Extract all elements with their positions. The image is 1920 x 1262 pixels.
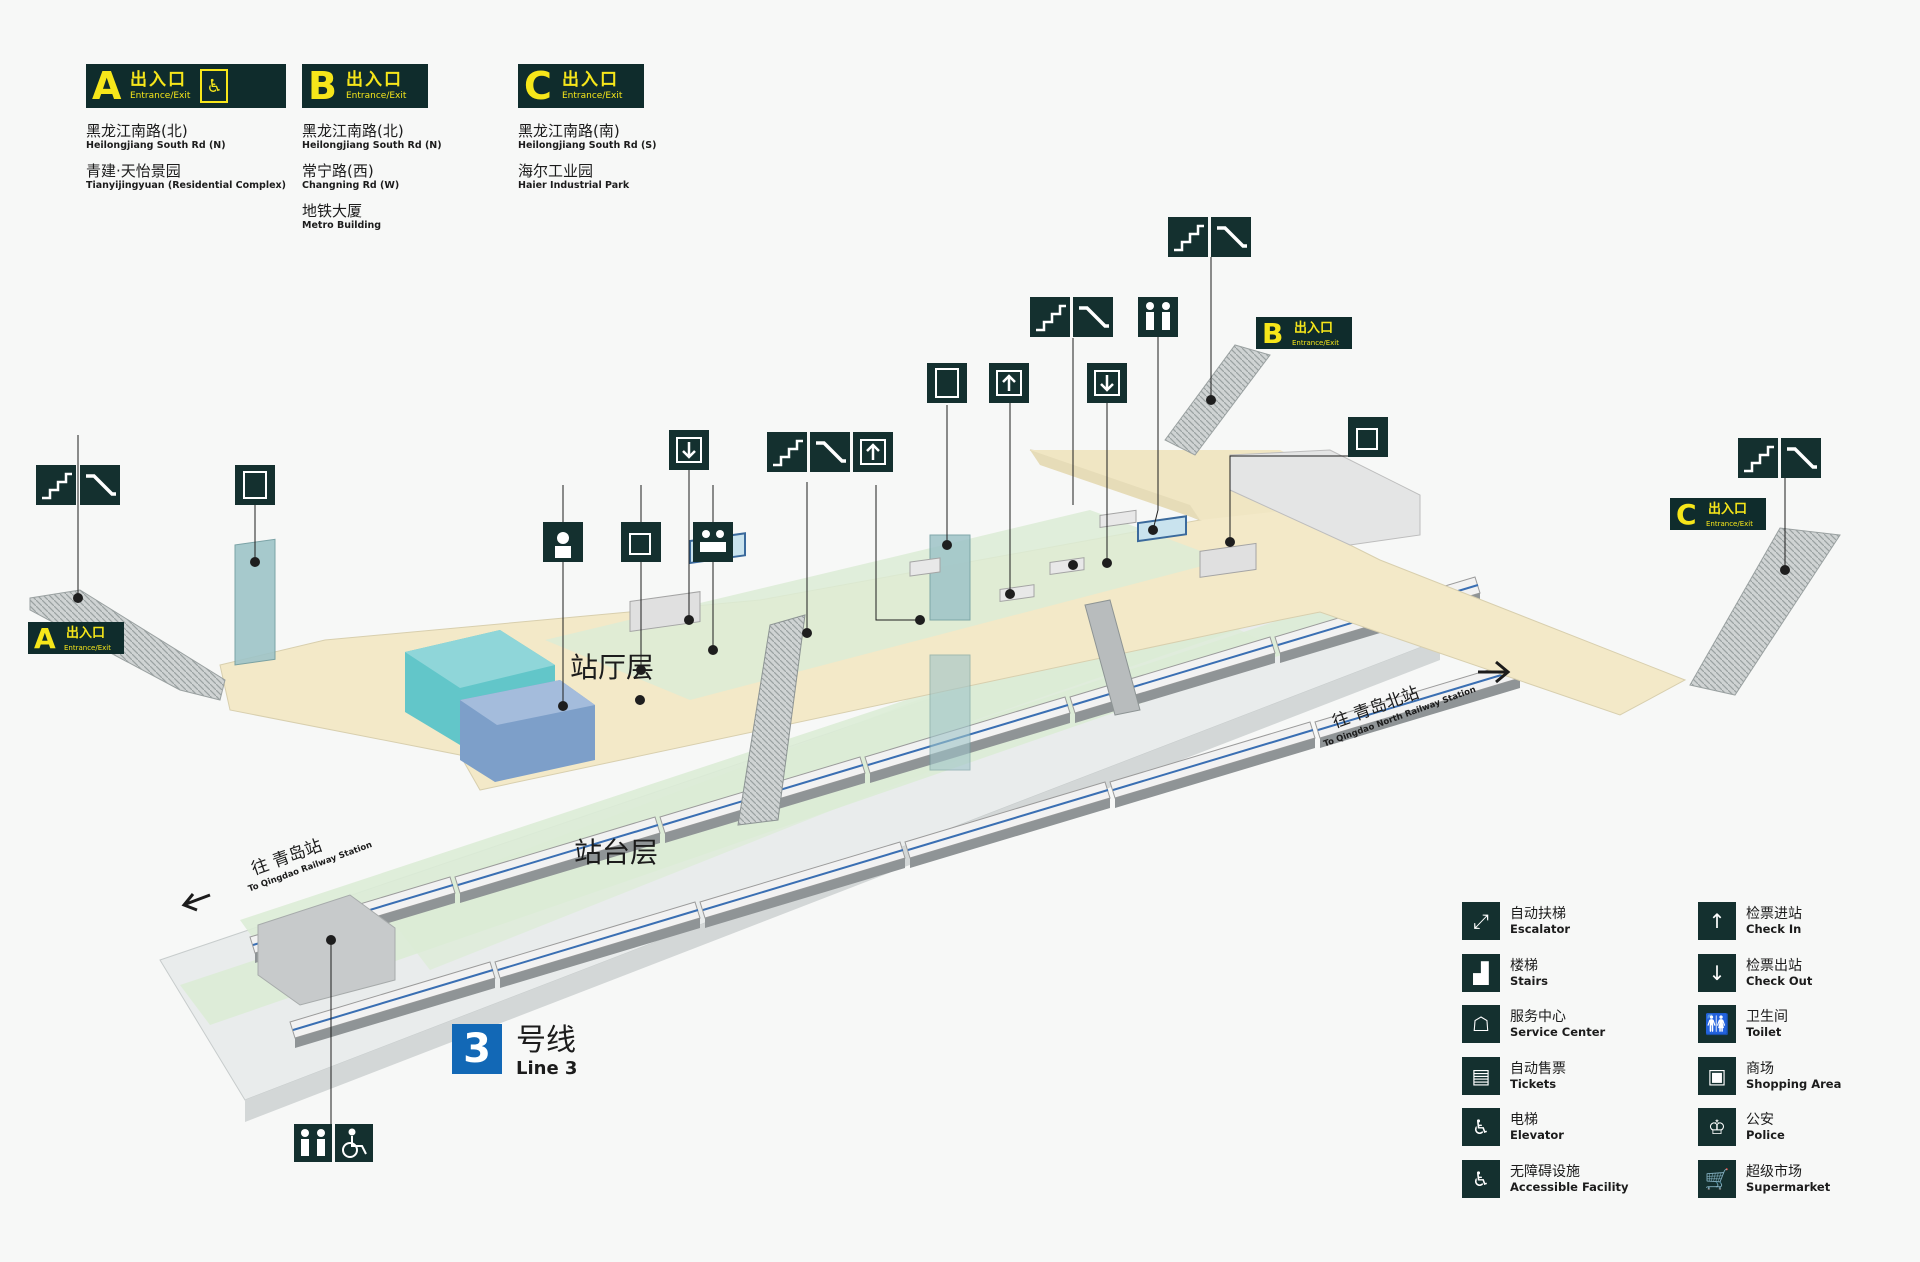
escalator-icon [1781, 438, 1821, 478]
exit-badge-a: A 出入口 Entrance/Exit ♿ [86, 64, 287, 108]
escalators [29, 344, 1841, 826]
shopping-icon: ▣ [1698, 1057, 1736, 1095]
svg-text:C: C [1676, 498, 1697, 531]
stairs-icon [767, 432, 807, 472]
police-icon: ♔ [1698, 1108, 1736, 1146]
escalator-icon [80, 465, 120, 505]
stairs-icon: ▟ [1462, 954, 1500, 992]
check-out-icon [1087, 363, 1127, 403]
check-out-icon [669, 430, 709, 470]
escalator-icon: ⤢ [1462, 902, 1500, 940]
svg-text:出入口: 出入口 [66, 625, 105, 641]
exit-tag-a: A 出入口 Entrance/Exit [28, 622, 124, 655]
concourse-label: 站厅层 [570, 651, 654, 684]
escalator-icon [1211, 217, 1251, 257]
exit-card-a: A 出入口 Entrance/Exit ♿ 黑龙江南路(北) Heilongji… [86, 64, 287, 191]
arrow-right-icon [1478, 660, 1511, 684]
elevator-icon: ♿ [200, 69, 229, 103]
tickets-icon [1348, 417, 1388, 457]
svg-text:B: B [1262, 317, 1283, 350]
check-out-icon: ↓ [1698, 954, 1736, 992]
stairs-icon [1030, 297, 1070, 337]
exit-card-c: C 出入口 Entrance/Exit 黑龙江南路(南) Heilongjian… [518, 64, 657, 191]
exit-card-b: B 出入口 Entrance/Exit 黑龙江南路(北) Heilongjian… [302, 64, 442, 231]
check-in-icon [853, 432, 893, 472]
elevator-shaft-center-lower [929, 654, 971, 771]
callout-lines [77, 257, 1786, 1130]
toilet-icon [294, 1124, 332, 1162]
stairs-icon [36, 465, 76, 505]
svg-text:Entrance/Exit: Entrance/Exit [1706, 520, 1753, 528]
svg-text:Entrance/Exit: Entrance/Exit [1292, 339, 1339, 347]
toilet-icon [1138, 297, 1178, 337]
svg-text:Entrance/Exit: Entrance/Exit [64, 644, 111, 652]
arrow-left-icon [181, 893, 211, 912]
tickets-icon: ▤ [1462, 1057, 1500, 1095]
accessible-icon: ♿ [1462, 1160, 1500, 1198]
stairs-icon [1168, 217, 1208, 257]
map-icons [36, 217, 1821, 1162]
supermarket-icon: 🛒 [1698, 1160, 1736, 1198]
stairs-icon [1738, 438, 1778, 478]
elevator-shaft-center [929, 534, 971, 621]
line-name-en: Line 3 [516, 1058, 578, 1079]
exit-tag-c: C 出入口 Entrance/Exit [1670, 498, 1766, 531]
police-icon [543, 522, 583, 562]
service-center-icon [693, 522, 733, 562]
service-center-icon: ☖ [1462, 1005, 1500, 1043]
check-in-icon [989, 363, 1029, 403]
svg-text:A: A [34, 622, 56, 655]
escalator-icon [1073, 297, 1113, 337]
callout-dots [73, 395, 1790, 945]
elevator-icon [927, 363, 967, 403]
line-name-cn: 号线 [516, 1023, 576, 1058]
exit-badge-c: C 出入口 Entrance/Exit [518, 64, 644, 108]
line-number: 3 [452, 1024, 502, 1074]
platform-toilet-block [257, 894, 396, 1006]
escalator-icon [810, 432, 850, 472]
check-in-icon: ↑ [1698, 902, 1736, 940]
svg-text:出入口: 出入口 [1294, 320, 1333, 336]
svg-text:出入口: 出入口 [1708, 501, 1747, 517]
tickets-icon [621, 522, 661, 562]
exit-badge-b: B 出入口 Entrance/Exit [302, 64, 428, 108]
line-badge: 3 号线 Line 3 [452, 1024, 577, 1080]
accessible-icon [335, 1124, 373, 1162]
platform-label: 站台层 [574, 836, 658, 869]
exit-tag-b: B 出入口 Entrance/Exit [1256, 317, 1352, 350]
toilet-icon: 🚻 [1698, 1005, 1736, 1043]
elevator-icon: ♿ [1462, 1108, 1500, 1146]
elevator-icon [235, 465, 275, 505]
